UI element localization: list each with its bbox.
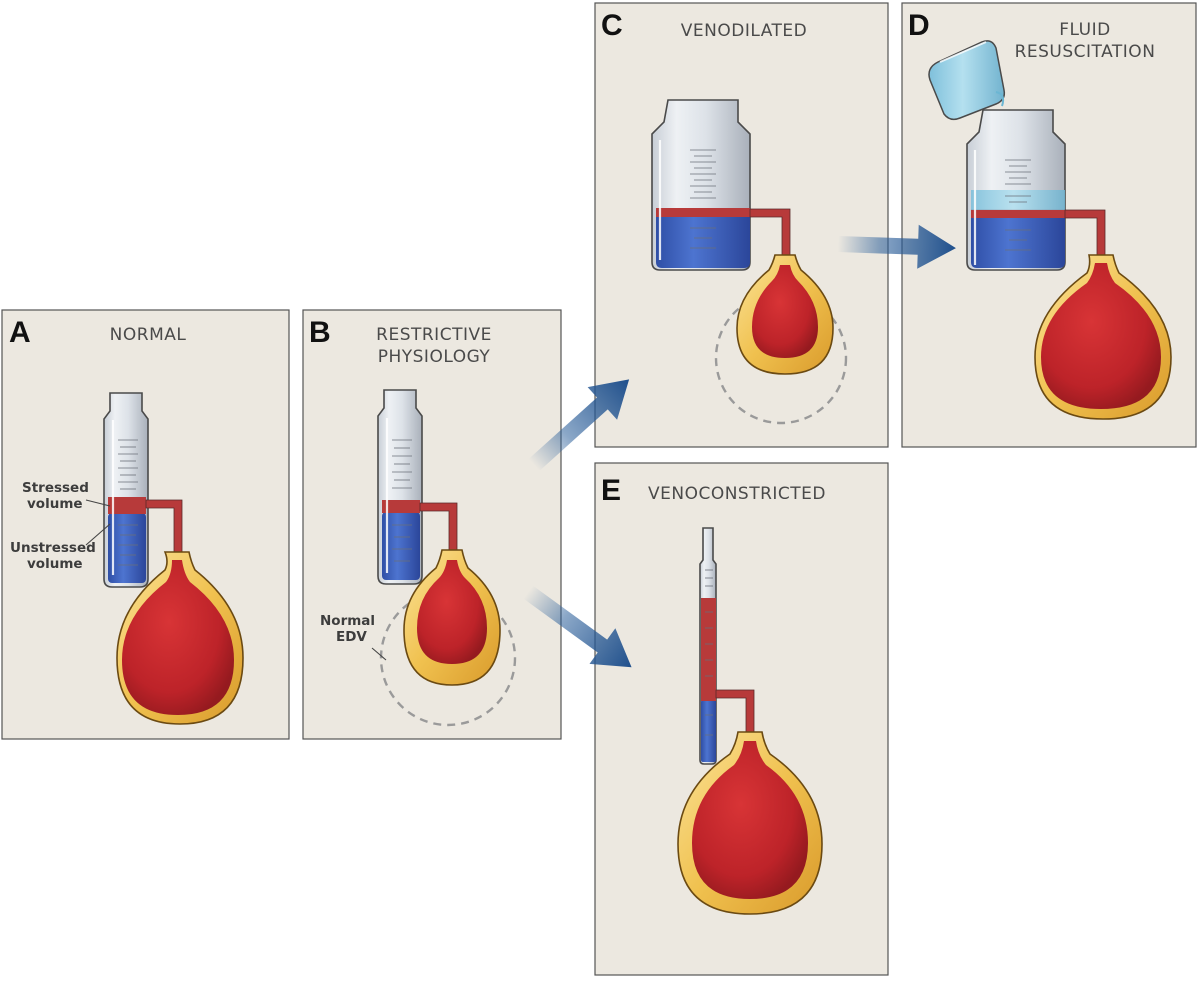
normal-edv-leader — [371, 647, 387, 661]
wide-jar-icon — [651, 99, 751, 271]
panel-c-letter: C — [601, 9, 623, 42]
stressed-volume-leader — [85, 499, 111, 507]
flask-ventricle-icon — [1034, 254, 1172, 420]
panel-c-title: VENODILATED — [681, 21, 807, 41]
normal-edv-outline — [714, 291, 848, 425]
unstressed-volume-label-line1: Unstressed — [10, 540, 96, 556]
unstressed-volume-leader — [85, 523, 111, 546]
normal-edv-label-line2: EDV — [336, 629, 367, 645]
measuring-cylinder-icon — [377, 389, 423, 585]
stressed-volume-label-line2: volume — [27, 496, 83, 512]
unstressed-volume-label-line2: volume — [27, 556, 83, 572]
measuring-cylinder-icon — [103, 392, 149, 588]
panel-e: E VENOCONSTRICTED — [594, 462, 889, 976]
panel-d-letter: D — [908, 9, 930, 42]
panel-b: B RESTRICTIVE PHYSIOLOGY Normal EDV — [302, 309, 562, 740]
panel-b-title-line1: RESTRICTIVE — [376, 325, 492, 345]
panel-b-title-line2: PHYSIOLOGY — [378, 347, 491, 367]
direction-arrow-icon — [523, 585, 632, 668]
panel-e-title: VENOCONSTRICTED — [648, 484, 826, 504]
measuring-cylinder-icon — [699, 527, 717, 765]
direction-arrow-icon — [837, 224, 956, 269]
flask-ventricle-icon — [116, 551, 244, 725]
normal-edv-label-line1: Normal — [320, 613, 375, 629]
direction-arrow-icon — [528, 379, 630, 471]
stressed-volume-label-line1: Stressed — [22, 480, 89, 496]
flask-ventricle-icon — [403, 549, 501, 686]
panel-b-letter: B — [309, 316, 331, 349]
flask-ventricle-icon — [677, 731, 823, 915]
panel-c: C VENODILATED — [594, 2, 889, 448]
panel-a: A NORMAL Stressed volum — [1, 309, 290, 740]
panel-a-title: NORMAL — [110, 325, 187, 345]
flask-ventricle-icon — [736, 254, 834, 375]
panel-d-title-line2: RESUSCITATION — [1015, 42, 1156, 62]
panel-d: D FLUID RESUSCITATION — [901, 2, 1197, 448]
wide-jar-icon — [966, 109, 1066, 271]
panel-a-letter: A — [9, 316, 31, 349]
panel-d-title-line1: FLUID — [1059, 20, 1110, 40]
panel-e-letter: E — [601, 474, 621, 507]
